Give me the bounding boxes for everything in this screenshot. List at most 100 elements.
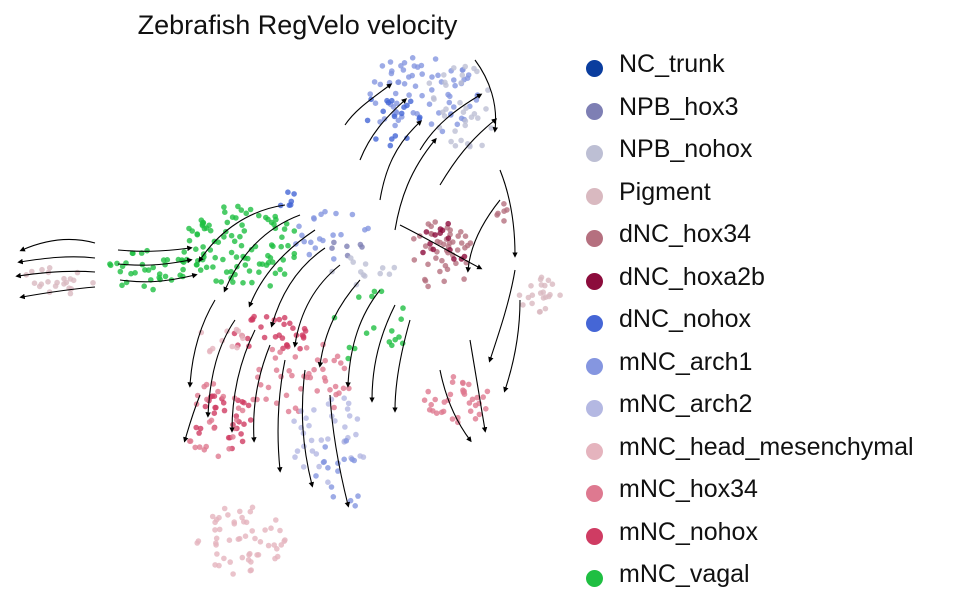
cell-point: [240, 280, 246, 286]
cell-point: [213, 540, 219, 546]
cell-point: [516, 292, 523, 299]
cell-point: [458, 137, 464, 144]
cell-point: [285, 189, 291, 195]
cell-point: [74, 269, 81, 276]
cell-point: [262, 527, 268, 533]
cell-point: [446, 99, 453, 106]
legend-marker: [586, 272, 603, 290]
cell-point: [238, 207, 245, 213]
cell-point: [428, 121, 435, 127]
legend-label: mNC_head_mesenchymal: [619, 432, 914, 461]
cell-point: [455, 233, 462, 239]
cell-point: [467, 408, 474, 415]
cell-point: [392, 90, 399, 97]
cell-point: [538, 274, 545, 281]
cell-point: [540, 295, 547, 301]
cell-point: [243, 210, 249, 217]
cell-point: [372, 100, 379, 106]
cell-point: [211, 425, 217, 431]
cell-point: [258, 324, 264, 330]
cell-point: [247, 550, 253, 557]
cell-point: [231, 425, 238, 432]
cell-point: [213, 516, 220, 523]
legend-label: mNC_hox34: [619, 475, 758, 503]
cell-point: [273, 367, 280, 374]
cell-point: [484, 388, 491, 395]
cell-point: [474, 394, 481, 401]
cell-point: [286, 368, 293, 374]
cell-point: [263, 314, 270, 320]
cell-point: [150, 286, 156, 293]
cell-point: [302, 328, 309, 334]
cell-point: [268, 525, 274, 531]
cell-point: [192, 444, 198, 451]
streamline: [317, 279, 361, 368]
cell-point: [417, 114, 423, 121]
cell-point: [480, 394, 487, 400]
streamline: [474, 59, 499, 133]
cell-point: [268, 219, 275, 226]
cell-point: [235, 203, 241, 210]
cell-point: [346, 344, 353, 351]
legend-marker: [586, 527, 603, 545]
cell-point: [501, 208, 507, 214]
legend-label: dNC_nohox: [619, 305, 752, 333]
streamline: [15, 270, 96, 279]
cell-point: [238, 242, 245, 249]
cell-point: [292, 454, 298, 460]
cell-point: [241, 519, 247, 525]
streamline: [276, 359, 286, 473]
cell-point: [67, 290, 74, 297]
streamline: [439, 118, 498, 186]
cell-point: [331, 239, 337, 246]
cell-point: [285, 242, 291, 249]
cell-point: [246, 268, 253, 274]
cell-point: [248, 567, 254, 573]
cell-point: [206, 222, 212, 229]
cell-point: [300, 464, 307, 470]
cell-point: [452, 128, 458, 134]
cell-point: [210, 264, 216, 270]
cell-point: [318, 437, 325, 443]
cell-point: [449, 379, 456, 386]
cell-point: [325, 436, 331, 442]
legend-label: mNC_nohox: [619, 517, 758, 546]
cell-point: [437, 268, 443, 275]
cell-point: [461, 391, 468, 398]
cell-point: [462, 118, 469, 124]
cell-point: [446, 240, 453, 246]
streamline: [439, 369, 472, 443]
cell-point: [141, 283, 147, 290]
cell-point: [194, 231, 201, 238]
cell-point: [461, 276, 467, 282]
cell-point: [289, 372, 295, 379]
cell-point: [381, 116, 388, 122]
cell-point: [437, 230, 444, 236]
cell-point: [448, 138, 454, 145]
cell-point: [483, 406, 489, 412]
cell-point: [320, 459, 327, 466]
cell-point: [220, 256, 226, 263]
cell-point: [422, 278, 429, 284]
cell-point: [421, 397, 428, 404]
streamline: [499, 169, 518, 258]
cell-point: [391, 264, 398, 271]
cell-point: [349, 456, 355, 463]
cell-point: [341, 456, 348, 463]
streamline: [270, 247, 326, 328]
cell-point: [451, 65, 457, 71]
cell-point: [308, 437, 315, 444]
cell-point: [429, 87, 435, 93]
cell-point: [280, 257, 287, 263]
cell-point: [164, 257, 171, 263]
cell-point: [373, 136, 379, 142]
cell-point: [357, 453, 364, 459]
streamline: [19, 238, 96, 252]
cell-point: [422, 243, 429, 249]
cell-point: [239, 514, 245, 521]
cell-point: [449, 416, 456, 422]
cell-point: [433, 255, 439, 261]
cell-point: [328, 484, 335, 490]
cell-point: [331, 404, 337, 411]
cell-point: [391, 113, 398, 120]
